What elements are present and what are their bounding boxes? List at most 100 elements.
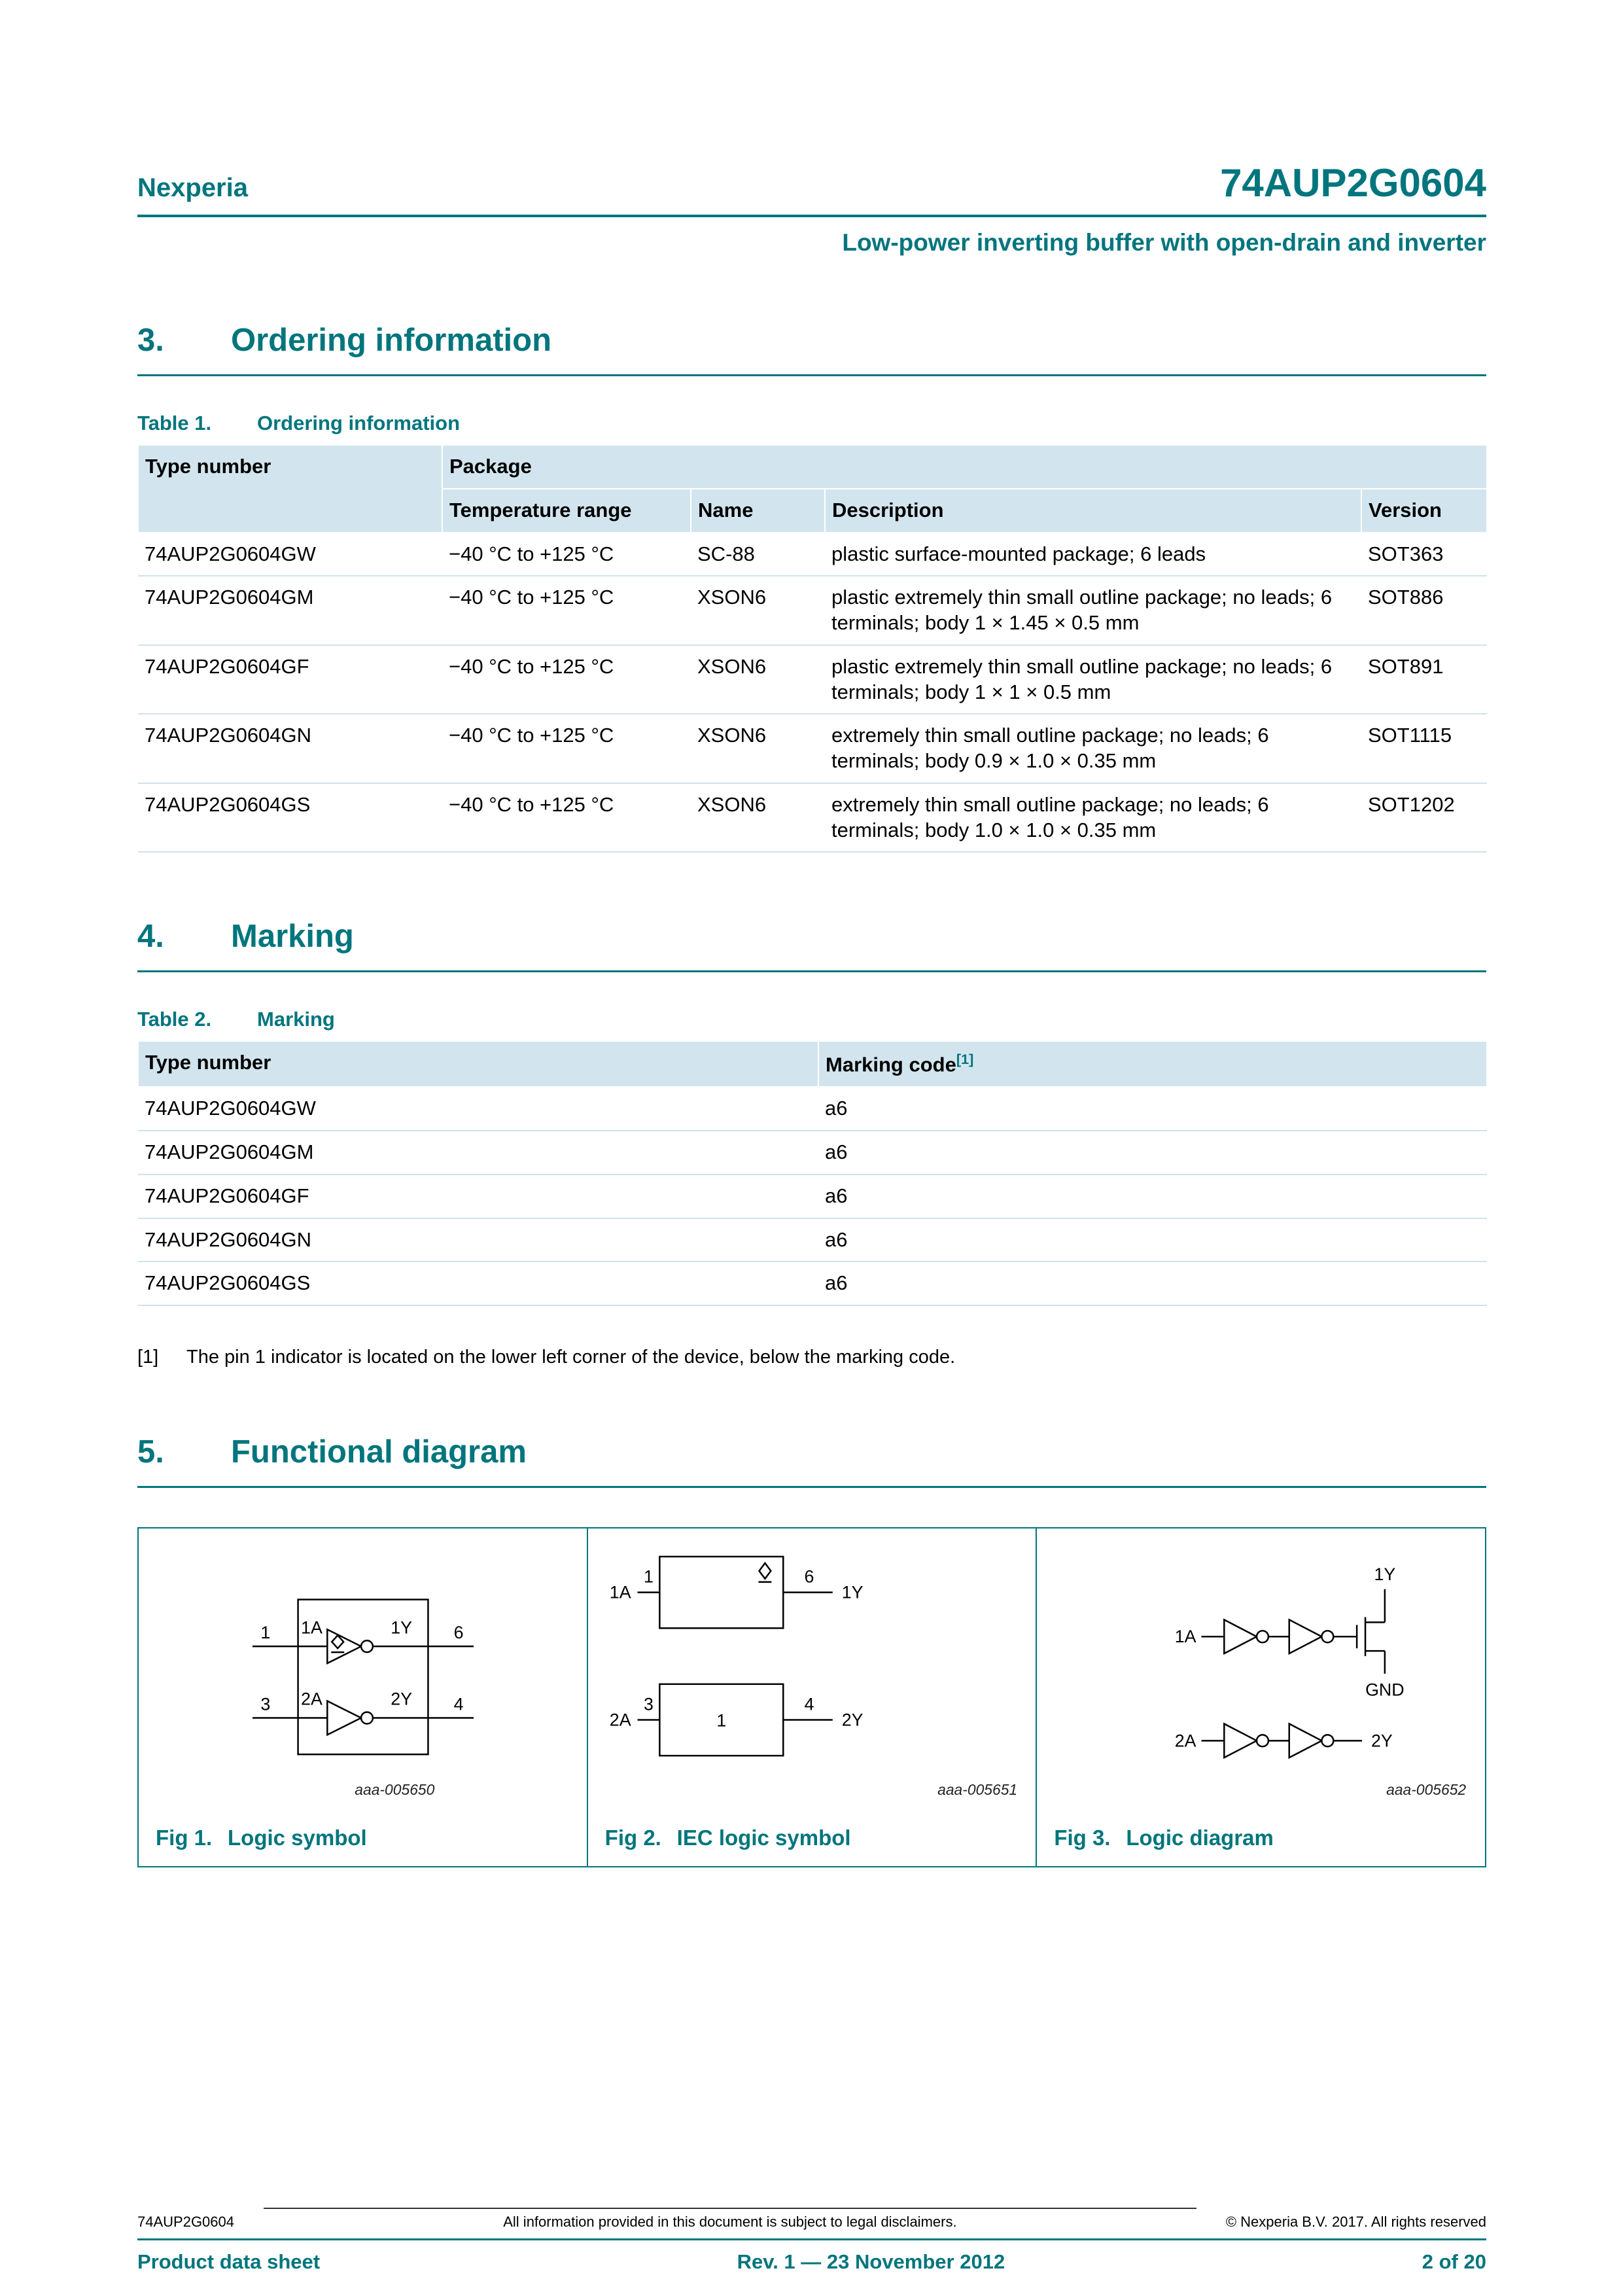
cell-version: SOT886 <box>1361 576 1488 646</box>
port-label: 2Y <box>1371 1731 1393 1750</box>
cell-type: 74AUP2G0604GN <box>138 1218 818 1263</box>
part-number-title: 74AUP2G0604 <box>1220 161 1486 205</box>
footer-revision: Rev. 1 — 23 November 2012 <box>737 2250 1005 2273</box>
block-function-label: 1 <box>716 1711 726 1731</box>
cell-version: SOT1202 <box>1361 783 1488 853</box>
figure-drawing-code: aaa-005650 <box>355 1781 434 1798</box>
cell-desc: extremely thin small outline package; no… <box>825 714 1361 784</box>
cell-version: SOT891 <box>1361 645 1488 715</box>
section-heading-functional-diagram: 5. Functional diagram <box>137 1434 1486 1470</box>
table-header-row: Type number Package <box>137 444 1488 533</box>
col-temperature-range: Temperature range <box>442 487 691 533</box>
cell-name: XSON6 <box>691 714 825 784</box>
section-rule <box>137 1486 1486 1489</box>
section-heading-marking: 4.Marking <box>137 918 1486 955</box>
brand-name: Nexperia <box>137 173 248 202</box>
footnote-text: The pin 1 indicator is located on the lo… <box>186 1347 956 1368</box>
cell-type: 74AUP2G0604GS <box>138 783 442 853</box>
open-drain-diamond-icon <box>758 1561 772 1580</box>
footer-doc-type: Product data sheet <box>137 2250 321 2273</box>
cell-temp: −40 °C to +125 °C <box>442 645 691 715</box>
cell-code: a6 <box>818 1131 1487 1175</box>
footer-rule <box>137 2238 1486 2240</box>
table-row: 74AUP2G0604GF −40 °C to +125 °C XSON6 pl… <box>138 645 1488 715</box>
pin-number: 4 <box>804 1695 814 1714</box>
cell-name: SC-88 <box>691 532 825 577</box>
section-rule <box>137 970 1486 973</box>
iec-block-top <box>637 1555 833 1629</box>
cell-name: XSON6 <box>691 576 825 646</box>
marking-table: Type number Marking code[1] 74AUP2G0604G… <box>137 1040 1488 1307</box>
cell-version: SOT1115 <box>1361 714 1488 784</box>
port-label: 1Y <box>1374 1564 1396 1584</box>
table1-caption: Table 1.Ordering information <box>137 412 1486 435</box>
figure-1-caption: Fig 1.Logic symbol <box>139 1820 587 1866</box>
channel-2-path <box>1201 1722 1363 1759</box>
port-label: 1A <box>301 1617 323 1637</box>
figure-label: Fig 2. <box>604 1826 661 1850</box>
table2-caption-title: Marking <box>257 1008 335 1031</box>
iec-block-bottom <box>637 1683 833 1757</box>
table-row: 74AUP2G0604GS a6 <box>138 1262 1487 1307</box>
cell-code: a6 <box>818 1174 1487 1219</box>
col-type-number: Type number <box>137 1040 819 1088</box>
cell-temp: −40 °C to +125 °C <box>442 532 691 577</box>
section-number: 5. <box>137 1434 164 1470</box>
page-footer: 74AUP2G0604 All information provided in … <box>137 2208 1486 2274</box>
table-row: 74AUP2G0604GN −40 °C to +125 °C XSON6 ex… <box>138 714 1488 784</box>
pin-number: 1 <box>644 1567 654 1587</box>
pin-number: 1 <box>260 1623 270 1642</box>
pin-number: 3 <box>260 1695 270 1714</box>
iec-logic-symbol-diagram: 1A 1 6 1Y 1 2A 3 4 2Y aaa-005651 <box>609 1555 1017 1798</box>
table-header-row: Type number Marking code[1] <box>137 1040 1488 1088</box>
table-row: 74AUP2G0604GW a6 <box>138 1087 1487 1132</box>
pin-number: 6 <box>454 1623 464 1642</box>
channel-1-path <box>1201 1618 1357 1655</box>
figure-title: Logic symbol <box>228 1826 367 1850</box>
symbol-box <box>297 1598 429 1756</box>
logic-diagram: 1A 1Y GND 2A 2Y aaa-005652 <box>1175 1564 1467 1798</box>
port-label: 2Y <box>391 1689 412 1709</box>
figure-2-panel: 1A 1 6 1Y 1 2A 3 4 2Y aaa-005651 Fig 2.I… <box>586 1527 1038 1868</box>
cell-type: 74AUP2G0604GW <box>138 532 442 577</box>
footnote-ref-link[interactable]: [1] <box>956 1051 974 1068</box>
col-package: Package <box>441 444 1488 489</box>
cell-type: 74AUP2G0604GF <box>138 645 442 715</box>
document-subtitle: Low-power inverting buffer with open-dra… <box>842 229 1486 256</box>
footer-copyright: © Nexperia B.V. 2017. All rights reserve… <box>1225 2214 1486 2230</box>
port-label: 1A <box>609 1583 631 1602</box>
figure-label: Fig 3. <box>1054 1826 1111 1850</box>
figure-2-caption: Fig 2.IEC logic symbol <box>588 1820 1036 1866</box>
section-title: Ordering information <box>231 323 551 358</box>
cell-type: 74AUP2G0604GN <box>138 714 442 784</box>
header-rule <box>137 215 1486 217</box>
functional-diagram-figures: 1 1A 1Y 6 3 2A 2Y 4 aaa-005650 Fig 1.Log… <box>137 1527 1487 1868</box>
cell-type: 74AUP2G0604GM <box>138 1131 818 1175</box>
section-title: Functional diagram <box>231 1434 527 1470</box>
inverter-gate-icon <box>252 1699 474 1737</box>
open-drain-diamond-icon <box>330 1634 345 1650</box>
cell-type: 74AUP2G0604GF <box>138 1174 818 1219</box>
col-description: Description <box>824 487 1362 533</box>
cell-type: 74AUP2G0604GW <box>138 1087 818 1132</box>
cell-desc: plastic extremely thin small outline pac… <box>825 645 1361 715</box>
footer-meta-row: Product data sheet Rev. 1 — 23 November … <box>137 2250 1486 2274</box>
table-row: 74AUP2G0604GN a6 <box>138 1218 1487 1263</box>
table1-caption-label: Table 1. <box>137 412 212 434</box>
cell-desc: extremely thin small outline package; no… <box>825 783 1361 853</box>
table2-caption-label: Table 2. <box>137 1008 212 1031</box>
inverter-gate-icon <box>1288 1618 1324 1655</box>
table-row: 74AUP2G0604GM a6 <box>138 1131 1487 1175</box>
pin-number: 6 <box>804 1567 814 1587</box>
port-label: 2A <box>301 1689 323 1709</box>
cell-version: SOT363 <box>1361 532 1488 577</box>
port-label: 1A <box>1175 1627 1196 1646</box>
figure-3-panel: 1A 1Y GND 2A 2Y aaa-005652 Fig 3.Logic d… <box>1036 1527 1487 1868</box>
cell-temp: −40 °C to +125 °C <box>442 576 691 646</box>
section-number: 3. <box>137 323 164 358</box>
figure-1-panel: 1 1A 1Y 6 3 2A 2Y 4 aaa-005650 Fig 1.Log… <box>137 1527 588 1868</box>
cell-temp: −40 °C to +125 °C <box>442 783 691 853</box>
section-title: Marking <box>231 919 354 955</box>
figure-drawing-code: aaa-005651 <box>937 1781 1017 1798</box>
marking-code-label: Marking code <box>826 1053 956 1076</box>
